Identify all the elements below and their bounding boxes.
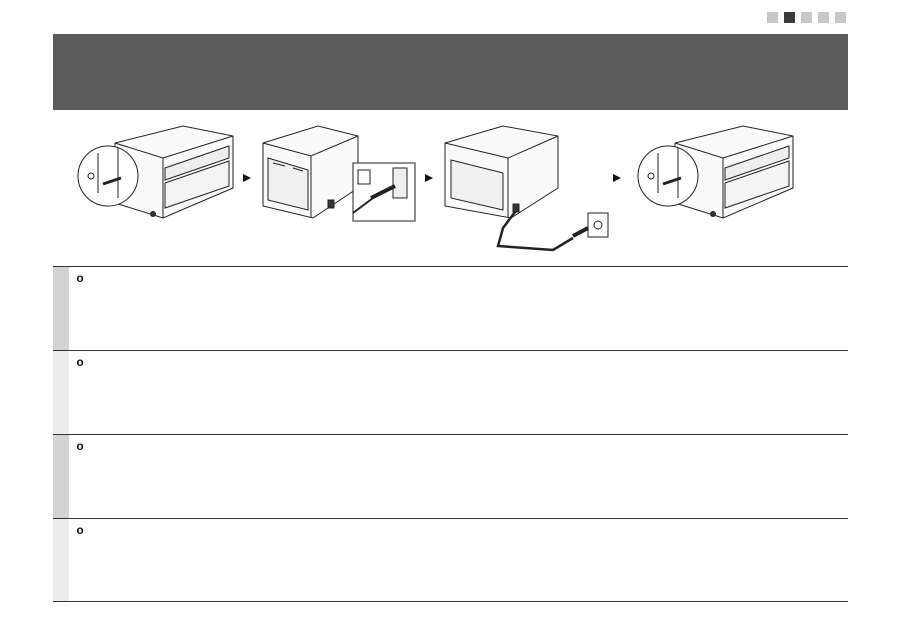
section-bullet: o [76,355,84,369]
illustration-strip [53,118,848,260]
section-bullet: o [76,439,84,453]
play-arrow-icon [243,174,251,182]
page-indicator-square [784,12,795,23]
page-indicator-square [767,12,778,23]
section-side-bar [53,519,69,602]
section-bullet: o [76,271,84,285]
page-indicator-square [801,12,812,23]
section-side-bar [53,267,69,350]
printer-wall-outlet-icon [444,125,609,252]
play-arrow-icon [425,174,433,182]
printer-rear-cable-icon [262,125,416,222]
section-bullet: o [76,523,84,537]
printer-power-button-icon [637,125,794,219]
instruction-section: o [53,518,848,602]
section-side-bar [53,435,69,518]
instruction-section: o [53,266,848,350]
page-indicator-square [818,12,829,23]
printer-power-button-icon [77,125,234,219]
section-side-bar [53,351,69,434]
illustration-svg [77,125,794,252]
bottom-rule [53,601,848,602]
page-indicator-square [835,12,846,23]
instruction-section: o [53,350,848,434]
play-arrow-icon [613,174,621,182]
instruction-section: o [53,434,848,518]
header-band [53,34,848,110]
